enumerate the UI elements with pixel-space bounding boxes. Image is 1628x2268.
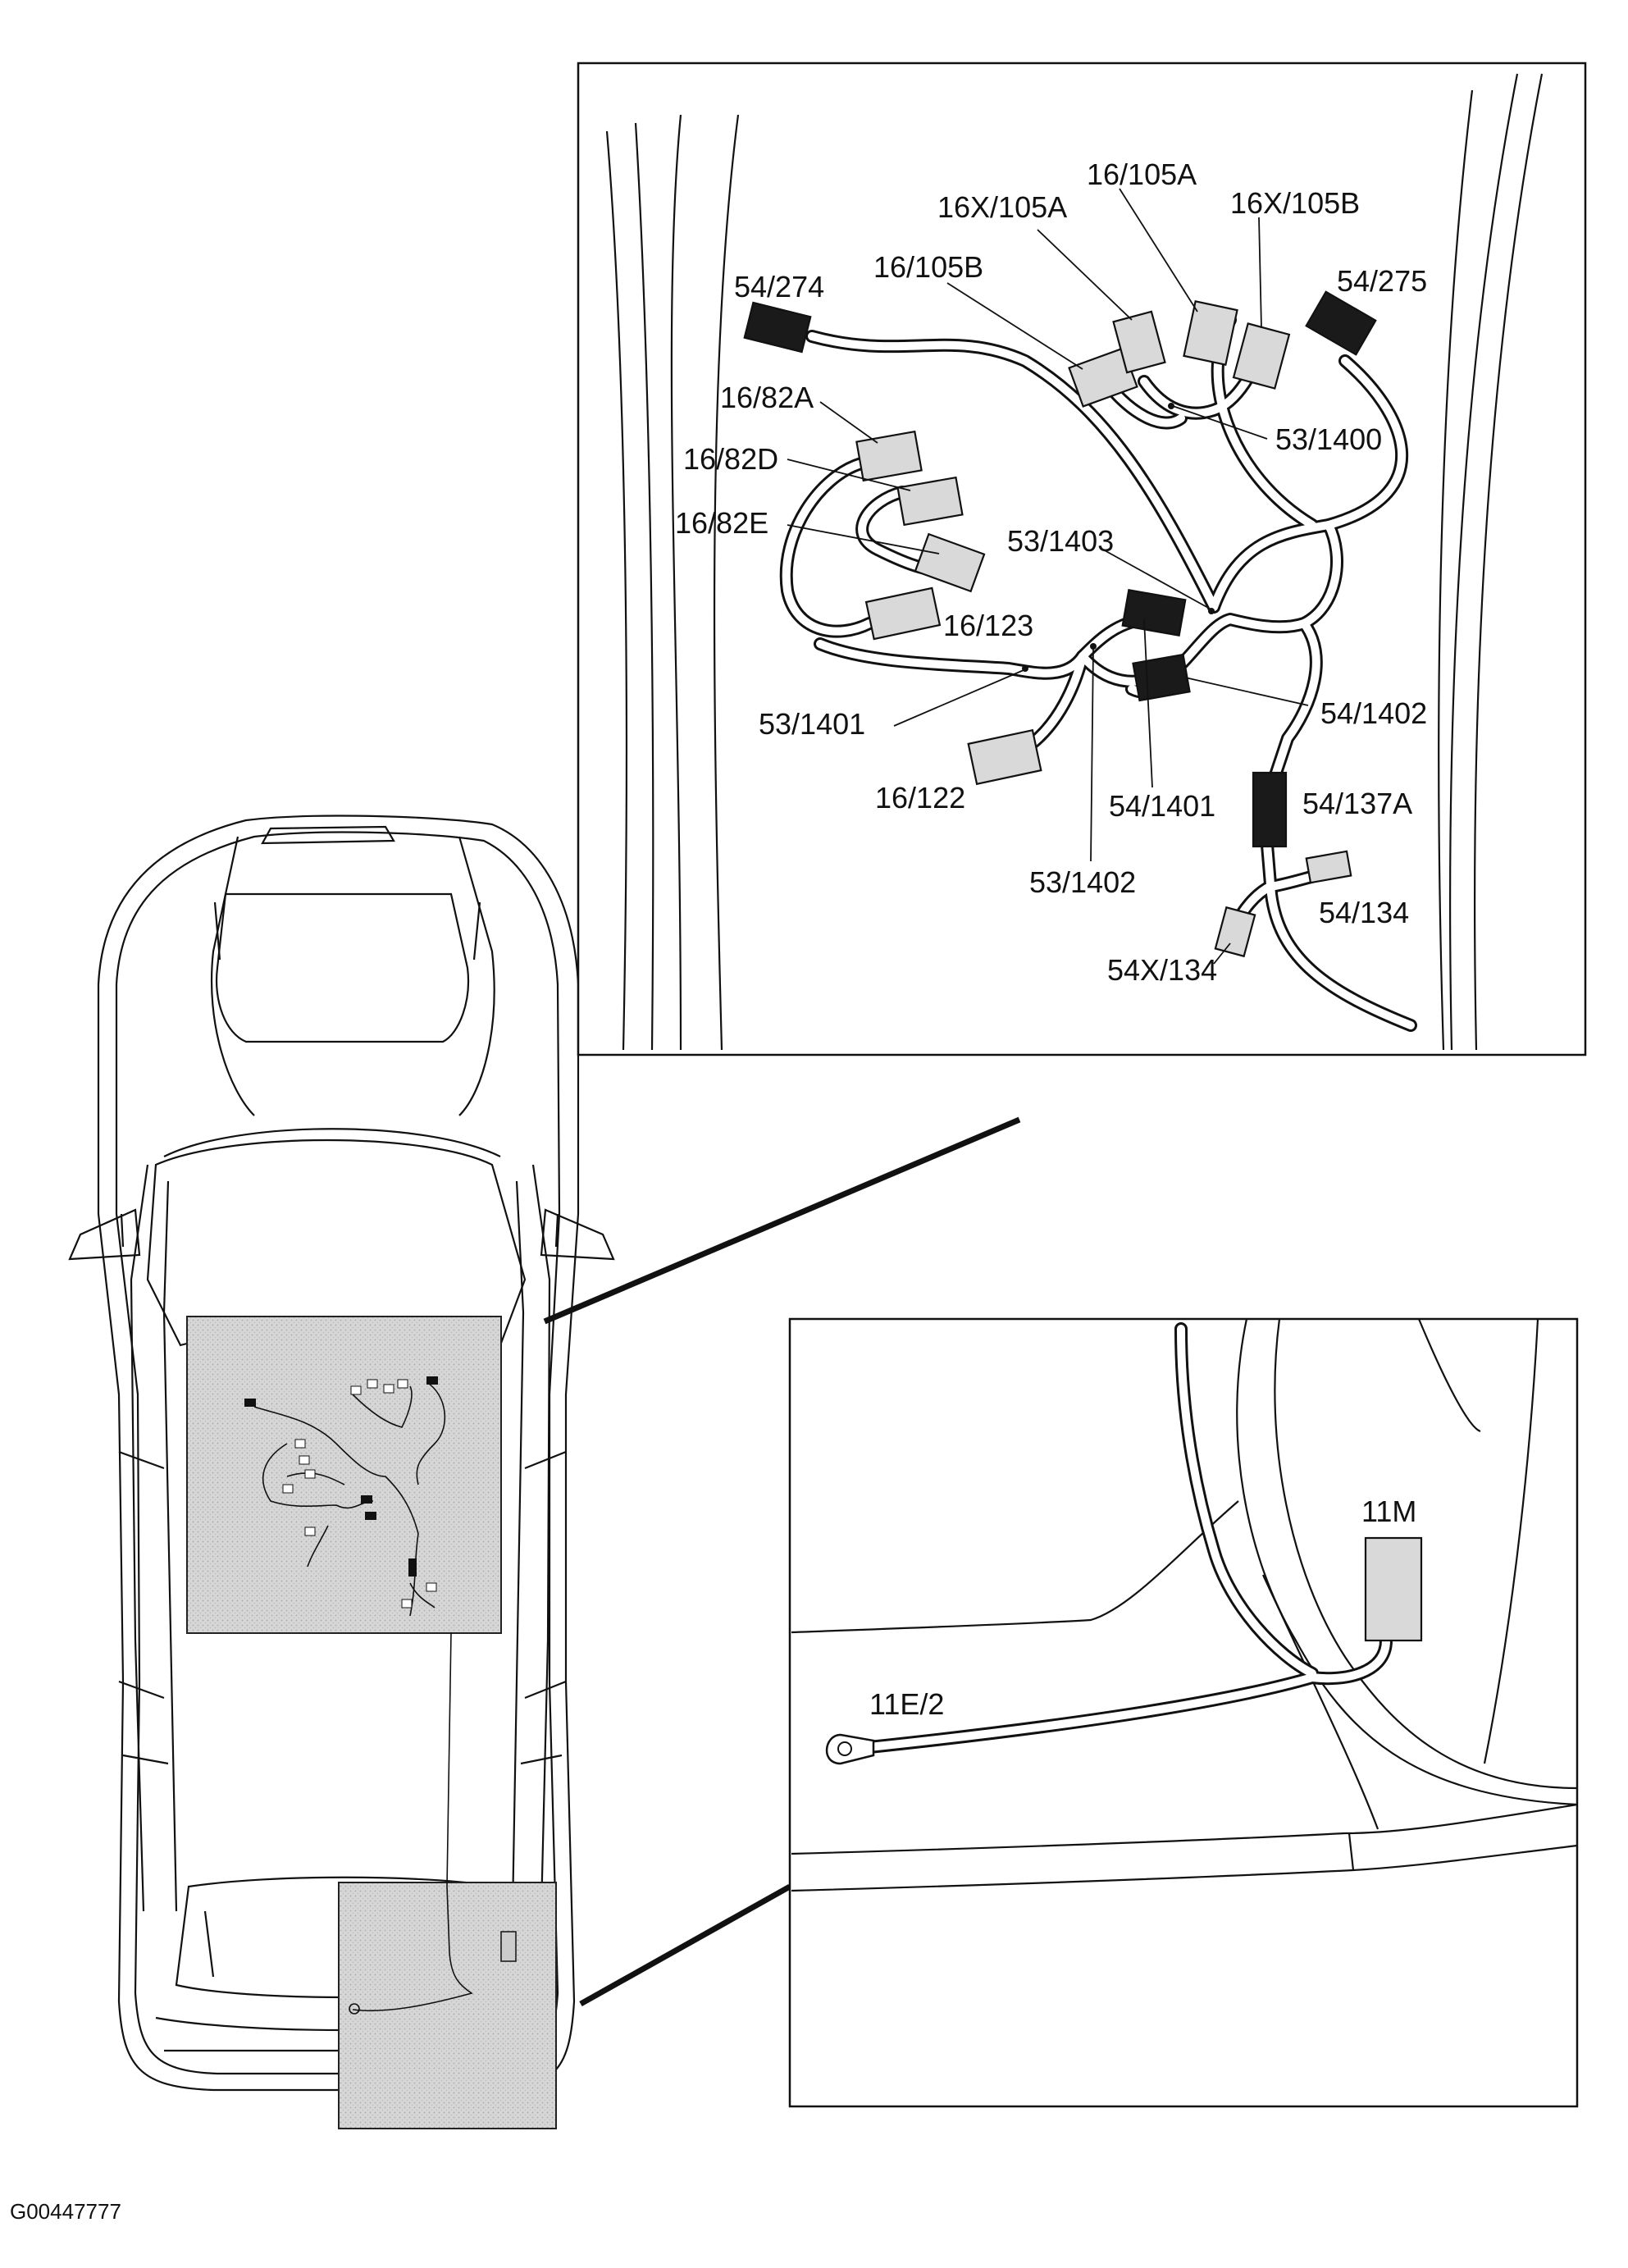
label-16X-105A: 16X/105A xyxy=(937,190,1067,224)
label-16X-105B: 16X/105B xyxy=(1230,186,1360,220)
splice-53-1400 xyxy=(1168,403,1174,409)
connector-16-82A xyxy=(855,430,923,482)
connector-54-274 xyxy=(743,301,812,354)
splice-53-1402 xyxy=(1090,643,1097,650)
label-54-137A: 54/137A xyxy=(1302,787,1412,820)
connector-16X-105B xyxy=(1232,322,1291,390)
connector-54-275 xyxy=(1305,290,1377,356)
label-54-1402: 54/1402 xyxy=(1320,696,1427,730)
highlight-area-rear xyxy=(338,1631,557,2129)
label-54-274: 54/274 xyxy=(734,270,824,303)
connector-16-82D xyxy=(896,476,964,527)
label-54-134: 54/134 xyxy=(1319,896,1409,929)
connector-16-82E xyxy=(914,532,986,593)
label-16-122: 16/122 xyxy=(875,781,965,815)
label-54-1401: 54/1401 xyxy=(1109,789,1215,823)
connector-54X-134 xyxy=(1214,906,1256,958)
label-53-1400: 53/1400 xyxy=(1275,422,1382,456)
connector-16-105A xyxy=(1183,300,1238,366)
detail-panel-bottom: 11M 11E/2 xyxy=(788,1317,1579,2108)
connector-16-123 xyxy=(864,586,942,641)
connector-54-137A xyxy=(1252,771,1288,848)
label-16-82A: 16/82A xyxy=(720,381,814,414)
label-11E-2: 11E/2 xyxy=(869,1687,944,1721)
component-11M xyxy=(1364,1536,1423,1642)
top-leader-lines xyxy=(787,188,1309,862)
label-16-82E: 16/82E xyxy=(675,506,768,540)
connector-16-122 xyxy=(967,728,1042,786)
splice-53-1403 xyxy=(1208,608,1215,614)
callout-lines xyxy=(543,1116,1021,2007)
label-53-1402: 53/1402 xyxy=(1029,865,1136,899)
figure-code: G00447777 xyxy=(10,2199,121,2224)
connector-54-1402 xyxy=(1132,653,1191,702)
label-54-275: 54/275 xyxy=(1337,264,1427,298)
label-16-82D: 16/82D xyxy=(683,442,778,476)
label-11M: 11M xyxy=(1361,1495,1416,1528)
detail-panel-top: 54/274 54/275 16/105A 16X/105A 16X/105B … xyxy=(577,62,1587,1056)
label-16-123: 16/123 xyxy=(943,609,1033,642)
label-53-1401: 53/1401 xyxy=(759,707,865,741)
connector-54-1401 xyxy=(1121,588,1187,637)
label-54X-134: 54X/134 xyxy=(1107,953,1217,987)
connector-54-134 xyxy=(1305,850,1352,884)
highlight-area-center xyxy=(186,1316,502,1634)
label-16-105A: 16/105A xyxy=(1087,157,1197,191)
label-53-1403: 53/1403 xyxy=(1007,524,1114,558)
label-16-105B: 16/105B xyxy=(873,250,983,284)
connector-16X-105A xyxy=(1112,310,1166,374)
